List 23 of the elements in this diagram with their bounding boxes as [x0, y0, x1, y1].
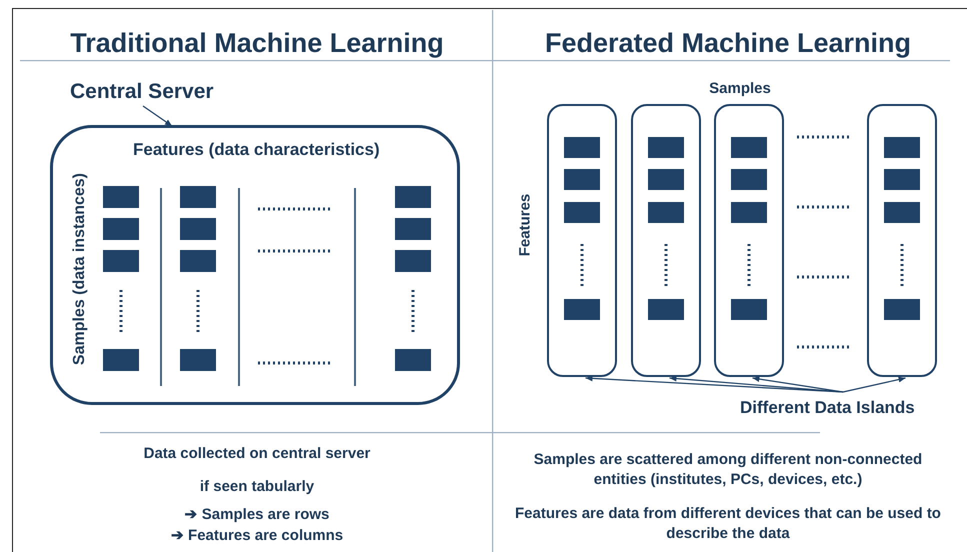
data-island-box — [547, 104, 617, 377]
server-box — [50, 125, 460, 405]
arrow — [752, 376, 844, 393]
data-island-box — [631, 104, 701, 377]
note-text: ➔ Samples are rows — [184, 505, 330, 524]
note-text: if seen tabularly — [200, 477, 314, 496]
axis-label: Features — [515, 194, 534, 256]
note-text: Samples are scattered among different non-connected entities (institutes, PCs, devices, etc.) — [532, 450, 924, 489]
axis-label: Features (data characteristics) — [133, 140, 380, 160]
note-text: Features are data from different devices that can be used to describe the data — [514, 504, 942, 543]
arrow — [142, 106, 172, 126]
axis-label: Samples — [709, 79, 771, 98]
arrow — [842, 376, 906, 393]
callout-text: Different Data Islands — [740, 398, 915, 418]
heading: Traditional Machine Learning — [70, 27, 444, 60]
callout-text: Central Server — [70, 80, 214, 104]
data-island-box — [714, 104, 784, 377]
note-text: Data collected on central server — [144, 444, 370, 464]
data-island-box — [867, 104, 937, 377]
heading: Federated Machine Learning — [544, 27, 912, 60]
arrow — [669, 376, 844, 393]
axis-label: Samples (data instances) — [71, 173, 89, 366]
note-text: ➔ Features are columns — [170, 526, 344, 546]
